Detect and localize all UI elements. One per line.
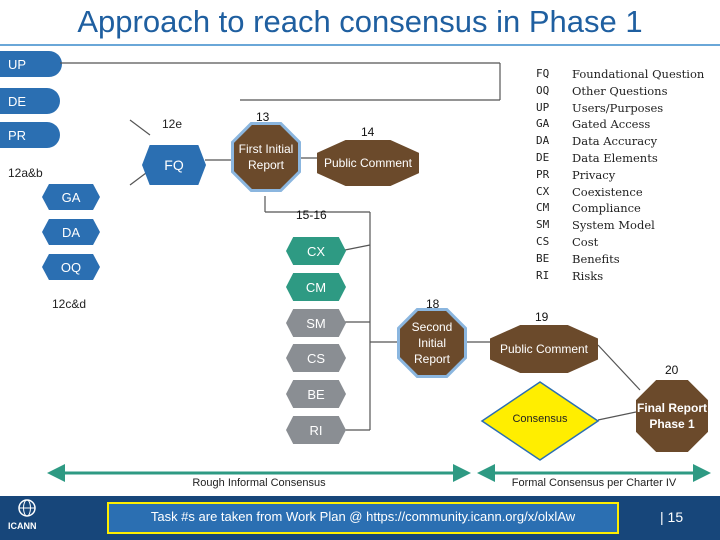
bar-de: DE [0, 88, 60, 114]
legend-name: Other Questions [572, 83, 668, 98]
consensus-arrows [47, 464, 711, 482]
legend-name: Coexistence [572, 184, 643, 199]
hex-oq: OQ [42, 254, 100, 280]
icann-globe-icon [18, 499, 36, 517]
octagon-public-comment-1: Public Comment [317, 140, 419, 186]
hex-ri: RI [286, 416, 346, 444]
legend-code: FQ [536, 67, 550, 80]
legend-name: Foundational Question [572, 67, 705, 81]
legend-code: CX [536, 184, 550, 198]
legend-name: Users/Purposes [572, 100, 664, 115]
page-title: Approach to reach consensus in Phase 1 [77, 4, 643, 39]
legend-name: Cost [572, 234, 599, 249]
bar-up: UP [0, 51, 62, 77]
fq-hexagon: FQ [142, 145, 206, 185]
legend-code: GA [536, 117, 550, 131]
formal-consensus-label: Formal Consensus per Charter IV [511, 477, 677, 489]
legend-name: Compliance [572, 201, 641, 216]
bar-pr: PR [0, 122, 60, 148]
octagon-first-initial-report: First Initial Report [234, 125, 298, 189]
legend-name: Gated Access [572, 117, 651, 132]
title-divider [0, 44, 720, 46]
footer-note-box [107, 502, 619, 534]
label-15-16: 15-16 [296, 208, 327, 222]
consensus-diamond [480, 381, 600, 461]
label-13: 13 [256, 110, 270, 124]
hex-cs: CS [286, 344, 346, 372]
label-12ab: 12a&b [8, 166, 43, 180]
legend-name: System Model [572, 218, 655, 233]
page-number: | 15 [660, 509, 684, 525]
legend-name: Risks [572, 268, 604, 283]
label-12e: 12e [162, 117, 183, 131]
label-12cd: 12c&d [52, 297, 87, 311]
hex-ga: GA [42, 184, 100, 210]
legend-code: DA [536, 134, 550, 148]
label-20: 20 [665, 363, 679, 377]
footer-note: Task #s are taken from Work Plan @ https… [150, 509, 576, 524]
hex-cx: CX [286, 237, 346, 265]
legend-code: CM [536, 201, 550, 215]
legend-code: UP [536, 100, 550, 114]
hex-da: DA [42, 219, 100, 245]
legend-code: PR [536, 167, 550, 181]
legend-codes: FQ OQ UP GA DA DE PR CX CM SM CS BE RI [536, 66, 549, 284]
octagon-public-comment-2: Public Comment [490, 325, 598, 373]
legend-name: Data Elements [572, 150, 658, 165]
legend-code: OQ [536, 83, 550, 97]
legend-name: Privacy [572, 167, 616, 182]
label-14: 14 [361, 125, 375, 139]
legend-code: RI [536, 268, 550, 282]
legend-name: Benefits [572, 251, 620, 266]
rough-consensus-label: Rough Informal Consensus [192, 477, 326, 489]
icann-logo-text: ICANN [8, 521, 37, 531]
octagon-second-initial-report: Second Initial Report [400, 311, 464, 375]
label-19: 19 [535, 310, 549, 324]
legend-code: CS [536, 234, 550, 248]
hex-cm: CM [286, 273, 346, 301]
hex-sm: SM [286, 309, 346, 337]
legend-code: DE [536, 150, 550, 164]
octagon-final-report: Final Report Phase 1 [636, 380, 708, 452]
legend-name: Data Accuracy [572, 134, 658, 149]
hex-be: BE [286, 380, 346, 408]
consensus-label: Consensus [512, 413, 568, 425]
legend-code: SM [536, 218, 550, 232]
legend-code: BE [536, 251, 550, 265]
label-18: 18 [426, 297, 440, 311]
